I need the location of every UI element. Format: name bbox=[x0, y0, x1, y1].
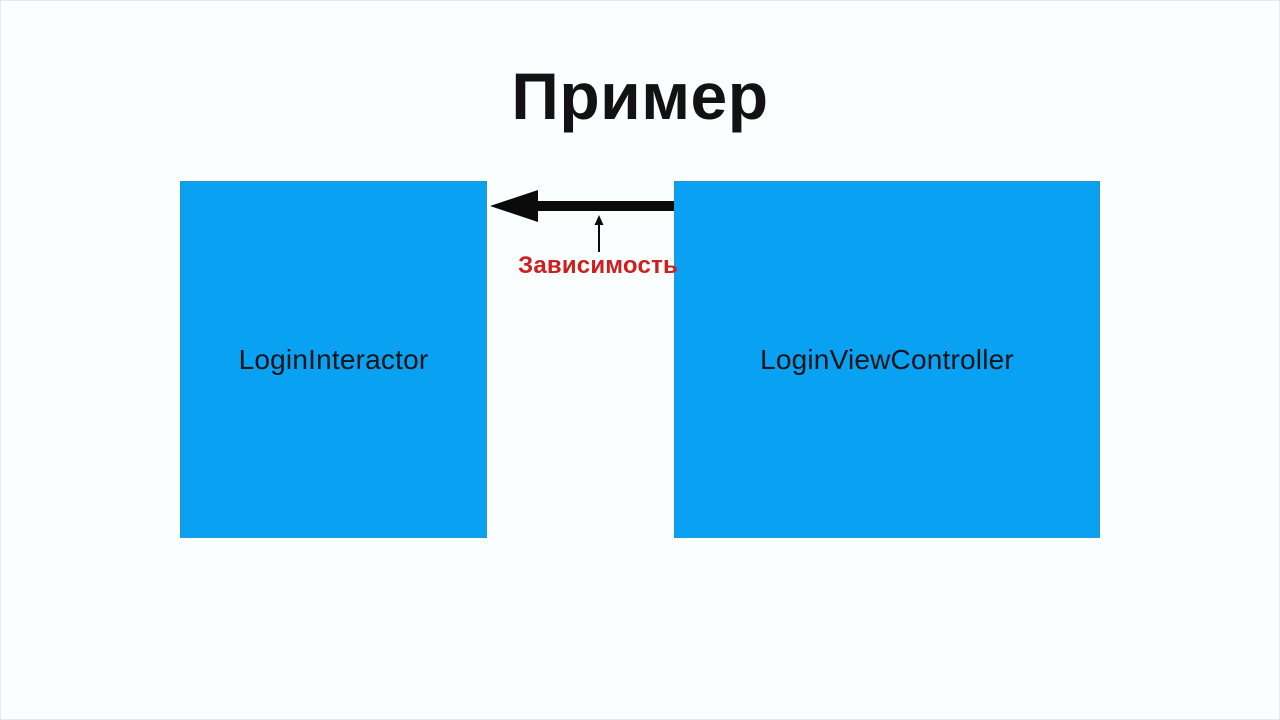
slide-title: Пример bbox=[511, 59, 769, 133]
box-loginviewcontroller-label: LoginViewController bbox=[760, 343, 1014, 375]
dependency-arrow-shaft bbox=[535, 201, 674, 211]
box-logininteractor-label: LoginInteractor bbox=[238, 343, 429, 375]
pointer-arrow-head bbox=[594, 215, 604, 225]
pointer-arrow-icon bbox=[594, 215, 604, 252]
dependency-arrow-head bbox=[490, 190, 538, 222]
box-logininteractor: LoginInteractor bbox=[180, 181, 487, 538]
dependency-label: Зависимость bbox=[518, 252, 678, 279]
dependency-arrow-icon bbox=[490, 190, 674, 222]
box-loginviewcontroller: LoginViewController bbox=[674, 181, 1100, 538]
